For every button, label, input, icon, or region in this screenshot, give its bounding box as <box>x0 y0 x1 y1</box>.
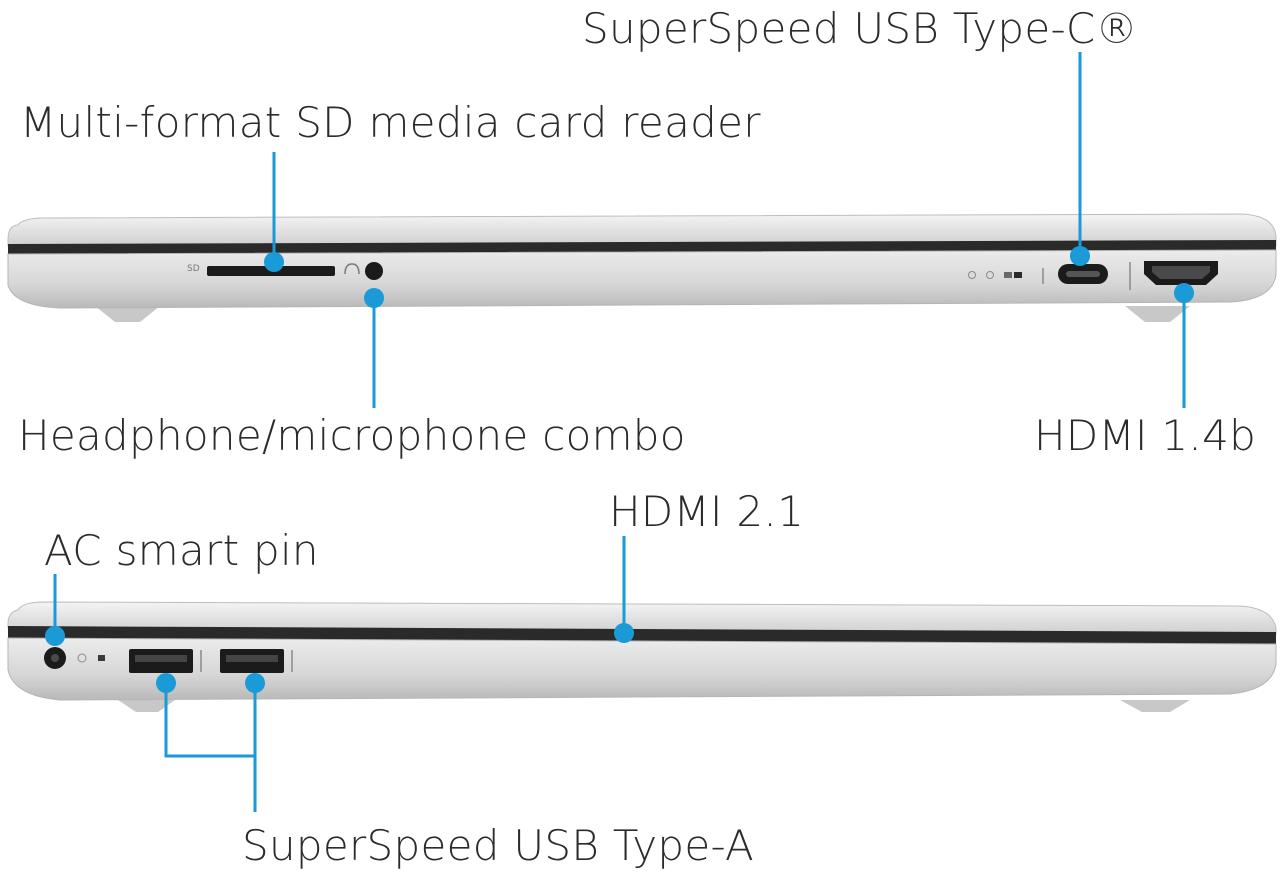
lid <box>7 601 1277 635</box>
hdmi-21-label: HDMI 2.1 <box>609 487 805 536</box>
usb-a-label: SuperSpeed USB Type-A <box>242 821 755 870</box>
lid <box>7 213 1277 247</box>
headphone-icon <box>344 263 360 275</box>
laptop-right-side <box>7 601 1277 712</box>
usb-c-leader-dot <box>1070 246 1090 266</box>
hdmi-14-leader-dot <box>1174 283 1194 303</box>
hdmi-21-leader-dot <box>614 623 634 643</box>
power-icon <box>77 653 105 663</box>
audio-jack <box>365 262 383 280</box>
ac-pin-label: AC smart pin <box>44 526 319 575</box>
laptop-left-side <box>7 213 1277 322</box>
usb-a-leader-1 <box>164 683 255 758</box>
rubber-foot <box>1120 700 1190 712</box>
battery-led-icon <box>968 271 1022 279</box>
sd-mark: SD <box>187 264 200 274</box>
headphone-label: Headphone/microphone combo <box>18 411 686 460</box>
base <box>7 637 1277 701</box>
base <box>7 249 1277 309</box>
usb-c-label: SuperSpeed USB Type-C® <box>582 4 1138 53</box>
sd-reader-label: Multi-format SD media card reader <box>20 98 761 147</box>
callout-leaders <box>45 52 1194 812</box>
rubber-foot <box>95 306 160 322</box>
usb-a-leader-2-dot <box>245 673 265 693</box>
sd-reader-leader-dot <box>264 252 284 272</box>
usb-a-leader-1-dot <box>156 673 176 693</box>
hdmi-14-label: HDMI 1.4b <box>1034 411 1257 460</box>
rubber-foot <box>118 700 175 712</box>
rubber-foot <box>1125 306 1190 322</box>
ac-pin-leader-dot <box>45 626 65 646</box>
headphone-leader-dot <box>364 288 384 308</box>
